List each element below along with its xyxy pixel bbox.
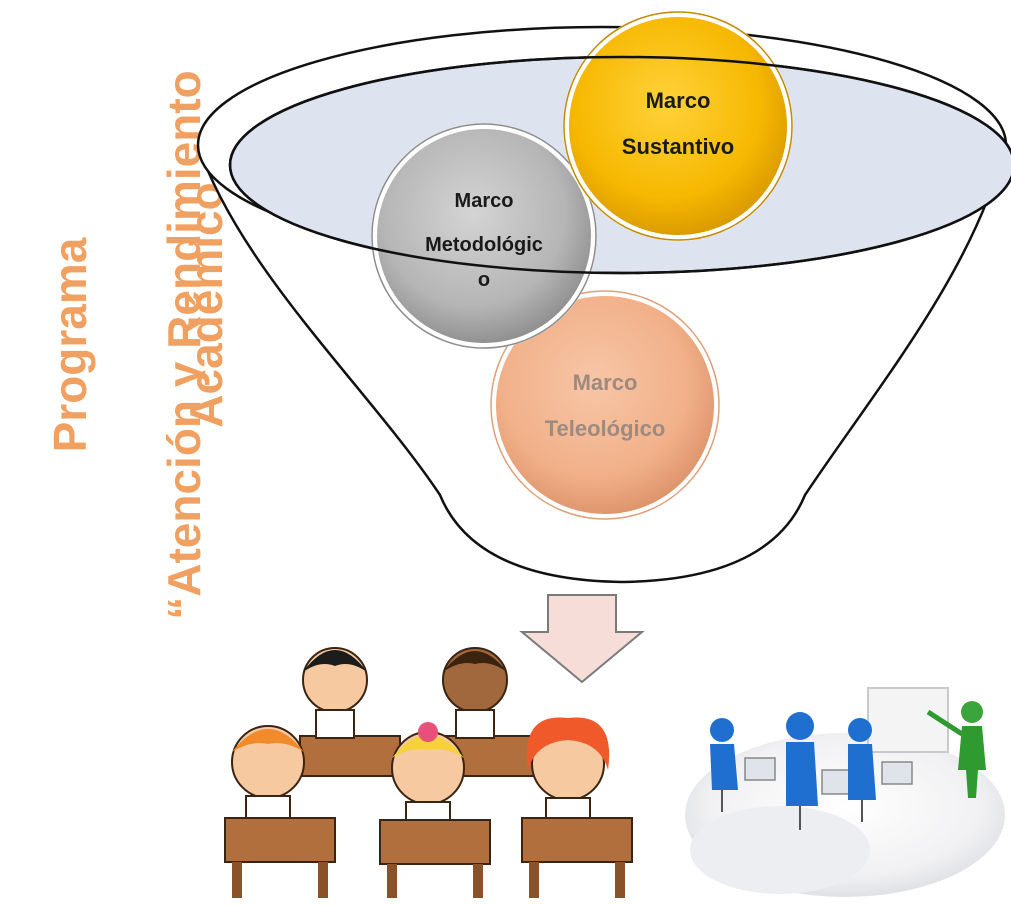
circle-sustantivo: Marco Sustantivo — [563, 11, 793, 241]
teleologico-label-2: Teleológico — [545, 416, 666, 441]
metodologico-label-2: Metodológic — [425, 234, 543, 256]
metodologico-label-3: o — [478, 269, 490, 291]
circle-metodologico: Marco Metodológic o — [371, 123, 597, 349]
teacher-students-illustration — [685, 687, 1005, 897]
down-arrow — [519, 594, 645, 684]
sustantivo-label-2: Sustantivo — [622, 134, 734, 159]
metodologico-label-1: Marco — [455, 190, 514, 212]
sustantivo-label-1: Marco — [646, 88, 711, 113]
circle-teleologico: Marco Teleológico — [490, 290, 720, 520]
teleologico-label-1: Marco — [573, 370, 638, 395]
funnel-rim-inner-outline — [228, 55, 1011, 275]
children-classroom-illustration — [224, 647, 633, 898]
